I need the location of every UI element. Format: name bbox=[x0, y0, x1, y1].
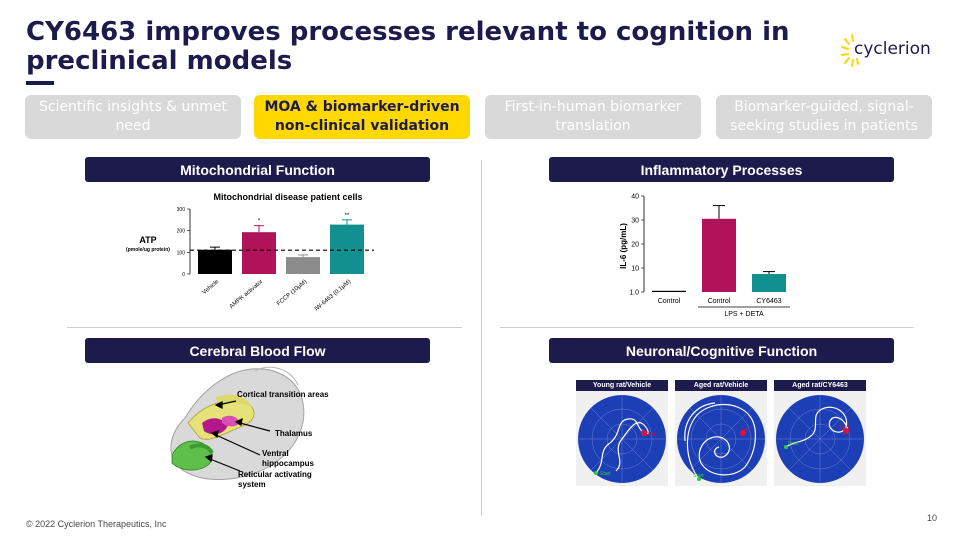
mito-chart: Mitochondrial disease patient cells ATP … bbox=[126, 192, 374, 312]
maze-title: Young rat/Vehicle bbox=[576, 380, 668, 391]
il6-category-label: Control bbox=[708, 298, 731, 305]
label-reticular: Reticular activating system bbox=[238, 470, 312, 489]
mito-category-label: IW-6463 (0.1µM) bbox=[314, 279, 352, 313]
step-label: First-in-human biomarker translation bbox=[504, 99, 682, 134]
vertical-divider bbox=[481, 160, 482, 516]
il6-bar bbox=[752, 274, 786, 292]
maze-young-vehicle: Young rat/Vehicle Start End bbox=[576, 380, 668, 486]
mito-category-label: FCCP (10µM) bbox=[276, 279, 308, 307]
mito-bar bbox=[198, 249, 232, 274]
il6-y-tick-label: 30 bbox=[631, 218, 639, 225]
page-title: CY6463 improves processes relevant to co… bbox=[26, 17, 790, 76]
mito-y-tick-label: 100 bbox=[177, 250, 186, 256]
maze-title: Aged rat/CY6463 bbox=[774, 380, 866, 391]
maze-plot: Start End bbox=[774, 391, 866, 486]
label-cortical: Cortical transition areas bbox=[237, 390, 329, 399]
mito-y-tick-label: 200 bbox=[177, 229, 186, 235]
copyright-footer: © 2022 Cyclerion Therapeutics, Inc bbox=[26, 519, 167, 529]
step-label: MOA & biomarker-driven non-clinical vali… bbox=[264, 99, 460, 134]
maze-aged-cy6463: Aged rat/CY6463 Start End bbox=[774, 380, 866, 486]
step-label: Scientific insights & unmet need bbox=[38, 99, 228, 134]
mito-bar bbox=[330, 224, 364, 274]
maze-plot: Start End bbox=[675, 391, 767, 486]
mito-category-label: AMPK activator bbox=[229, 279, 265, 310]
mito-chart-title: Mitochondrial disease patient cells bbox=[213, 192, 362, 202]
mito-ylabel-unit: (pmole/ug protein) bbox=[126, 247, 170, 253]
maze-plot: Start End bbox=[576, 391, 668, 486]
mito-bar bbox=[286, 257, 320, 274]
step-label: Biomarker-guided, signal-seeking studies… bbox=[730, 99, 918, 134]
brain-illustration bbox=[170, 366, 305, 480]
il6-y-tick-label: 1.0 bbox=[629, 290, 639, 297]
maze-aged-vehicle: Aged rat/Vehicle Start End bbox=[675, 380, 767, 486]
mito-significance: * bbox=[258, 219, 261, 225]
label-hippocampus: Ventral hippocampus bbox=[262, 449, 315, 468]
step-biomarker-guided[interactable]: Biomarker-guided, signal-seeking studies… bbox=[716, 95, 932, 139]
il6-category-label: Control bbox=[658, 298, 681, 305]
page-number: 10 bbox=[927, 513, 938, 523]
step-first-in-human[interactable]: First-in-human biomarker translation bbox=[485, 95, 701, 139]
cyclerion-logo: cyclerion bbox=[840, 30, 940, 70]
il6-y-tick-label: 20 bbox=[631, 242, 639, 249]
il6-bar bbox=[652, 290, 686, 292]
mito-bar bbox=[242, 232, 276, 274]
step-scientific-insights[interactable]: Scientific insights & unmet need bbox=[25, 95, 241, 139]
mito-y-tick-label: 300 bbox=[177, 207, 186, 213]
step-moa-validation[interactable]: MOA & biomarker-driven non-clinical vali… bbox=[254, 95, 470, 139]
mitochondrial-header: Mitochondrial Function bbox=[85, 157, 430, 182]
end-marker: End bbox=[741, 427, 750, 433]
title-underline bbox=[26, 81, 54, 85]
il6-ylabel: IL-6 (pg/mL) bbox=[619, 223, 628, 269]
left-divider bbox=[67, 327, 462, 328]
neuronal-header: Neuronal/Cognitive Function bbox=[549, 338, 894, 363]
il6-y-tick-label: 40 bbox=[631, 194, 639, 201]
mito-category-label: Vehicle bbox=[202, 279, 221, 296]
end-marker: End bbox=[840, 425, 849, 431]
sunburst-icon bbox=[841, 34, 859, 67]
label-thalamus: Thalamus bbox=[275, 429, 313, 438]
start-marker: Start bbox=[600, 471, 611, 477]
il6-category-label: CY6463 bbox=[756, 298, 781, 305]
inflammatory-header: Inflammatory Processes bbox=[549, 157, 894, 182]
cerebral-blood-flow-header: Cerebral Blood Flow bbox=[85, 338, 430, 363]
start-marker: Start bbox=[693, 473, 704, 479]
end-marker: End bbox=[646, 432, 655, 438]
mito-ylabel: ATP bbox=[139, 235, 156, 245]
il6-bar bbox=[702, 218, 736, 292]
mito-significance: ** bbox=[345, 213, 350, 219]
mito-y-tick-label: 0 bbox=[182, 272, 185, 278]
logo-text: cyclerion bbox=[854, 39, 931, 59]
il6-group-label: LPS + DETA bbox=[724, 311, 764, 318]
il6-y-tick-label: 10 bbox=[631, 266, 639, 273]
right-divider bbox=[500, 327, 914, 328]
maze-title: Aged rat/Vehicle bbox=[675, 380, 767, 391]
start-marker: Start bbox=[788, 441, 799, 447]
